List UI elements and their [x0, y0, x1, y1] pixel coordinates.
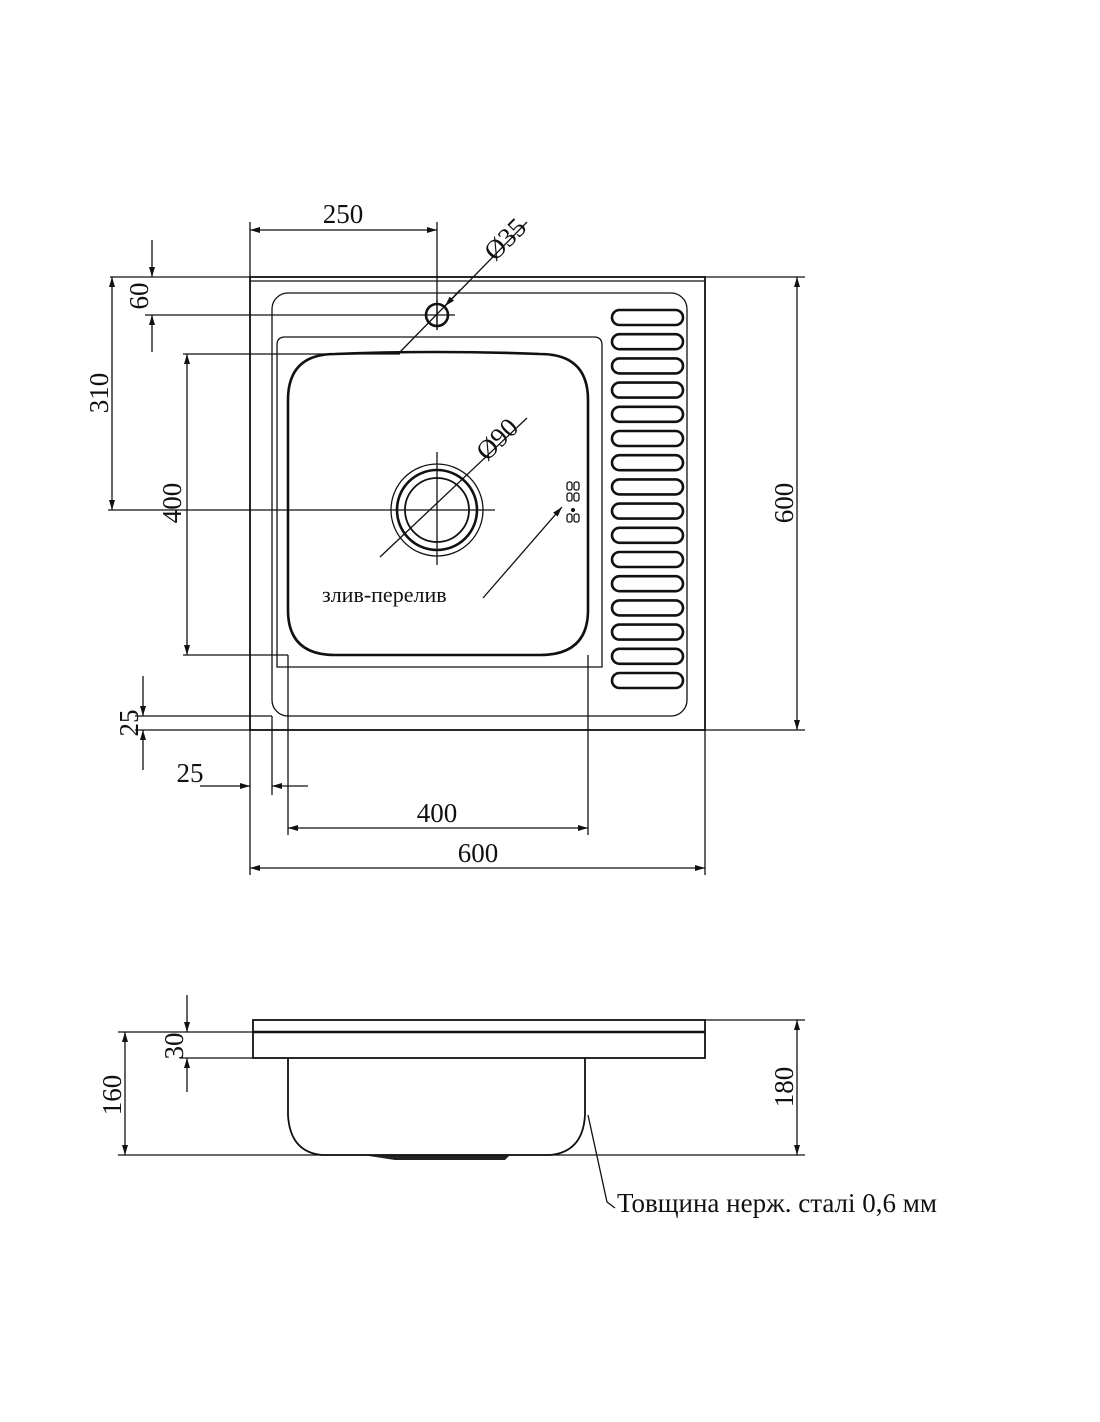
dim-bowl-depth: 160	[97, 1075, 127, 1116]
side-view: 30 160 180 Товщина нерж. сталі 0,6 мм	[97, 995, 937, 1218]
overflow-holes	[566, 481, 580, 523]
drainboard-ribs	[610, 308, 685, 690]
drainboard-rib	[610, 599, 685, 617]
dim-tap-offset-x: 250	[323, 199, 364, 229]
overflow-label: злив-перелив	[322, 582, 447, 607]
drain-profile	[362, 1155, 510, 1160]
bowl-step-outline	[276, 336, 603, 668]
rim-profile	[252, 1019, 706, 1059]
drainboard-rib	[610, 453, 685, 472]
dim-drain-offset-y: 310	[84, 373, 114, 414]
drainboard-rib	[610, 647, 685, 666]
bowl-outline	[286, 350, 590, 657]
drainboard-rib	[610, 671, 685, 690]
thickness-leader	[587, 1114, 616, 1209]
drainboard-rib	[610, 308, 685, 327]
dim-total-depth: 600	[769, 483, 799, 524]
dim-total-width: 600	[458, 838, 499, 868]
top-view: 250 Ø35 60 310 400 600 Ø90 злив-перелив	[84, 199, 805, 875]
drainboard-rib	[610, 357, 685, 375]
dim-rim-left: 25	[177, 758, 204, 788]
dim-line-d90	[379, 417, 528, 558]
drainboard-rib	[610, 526, 685, 545]
dim-bowl-width: 400	[417, 798, 458, 828]
drainboard-rib	[610, 429, 685, 448]
sink-outline	[249, 276, 706, 731]
dim-rim-height: 30	[159, 1033, 189, 1060]
dim-total-height: 180	[769, 1067, 799, 1108]
dim-line-d35	[399, 221, 528, 353]
dim-rim-bottom: 25	[114, 710, 144, 737]
drainboard-rib	[610, 478, 685, 496]
bowl-profile	[287, 1058, 586, 1156]
thickness-note: Товщина нерж. сталі 0,6 мм	[617, 1188, 937, 1218]
dim-drain-diameter: Ø90	[470, 412, 524, 466]
drainboard-rib	[610, 502, 685, 520]
drainboard-rib	[610, 574, 685, 593]
dim-tap-offset-y: 60	[124, 283, 154, 310]
drainboard-rib	[610, 623, 685, 641]
dim-bowl-height: 400	[157, 483, 187, 524]
drainboard-rib	[610, 381, 685, 399]
dim-tap-hole-diameter: Ø35	[478, 212, 532, 266]
drainboard-rib	[610, 332, 685, 351]
flange-outline	[271, 292, 688, 717]
drainboard-rib	[610, 405, 685, 424]
drainboard-rib	[610, 550, 685, 569]
overflow-leader	[482, 506, 563, 599]
